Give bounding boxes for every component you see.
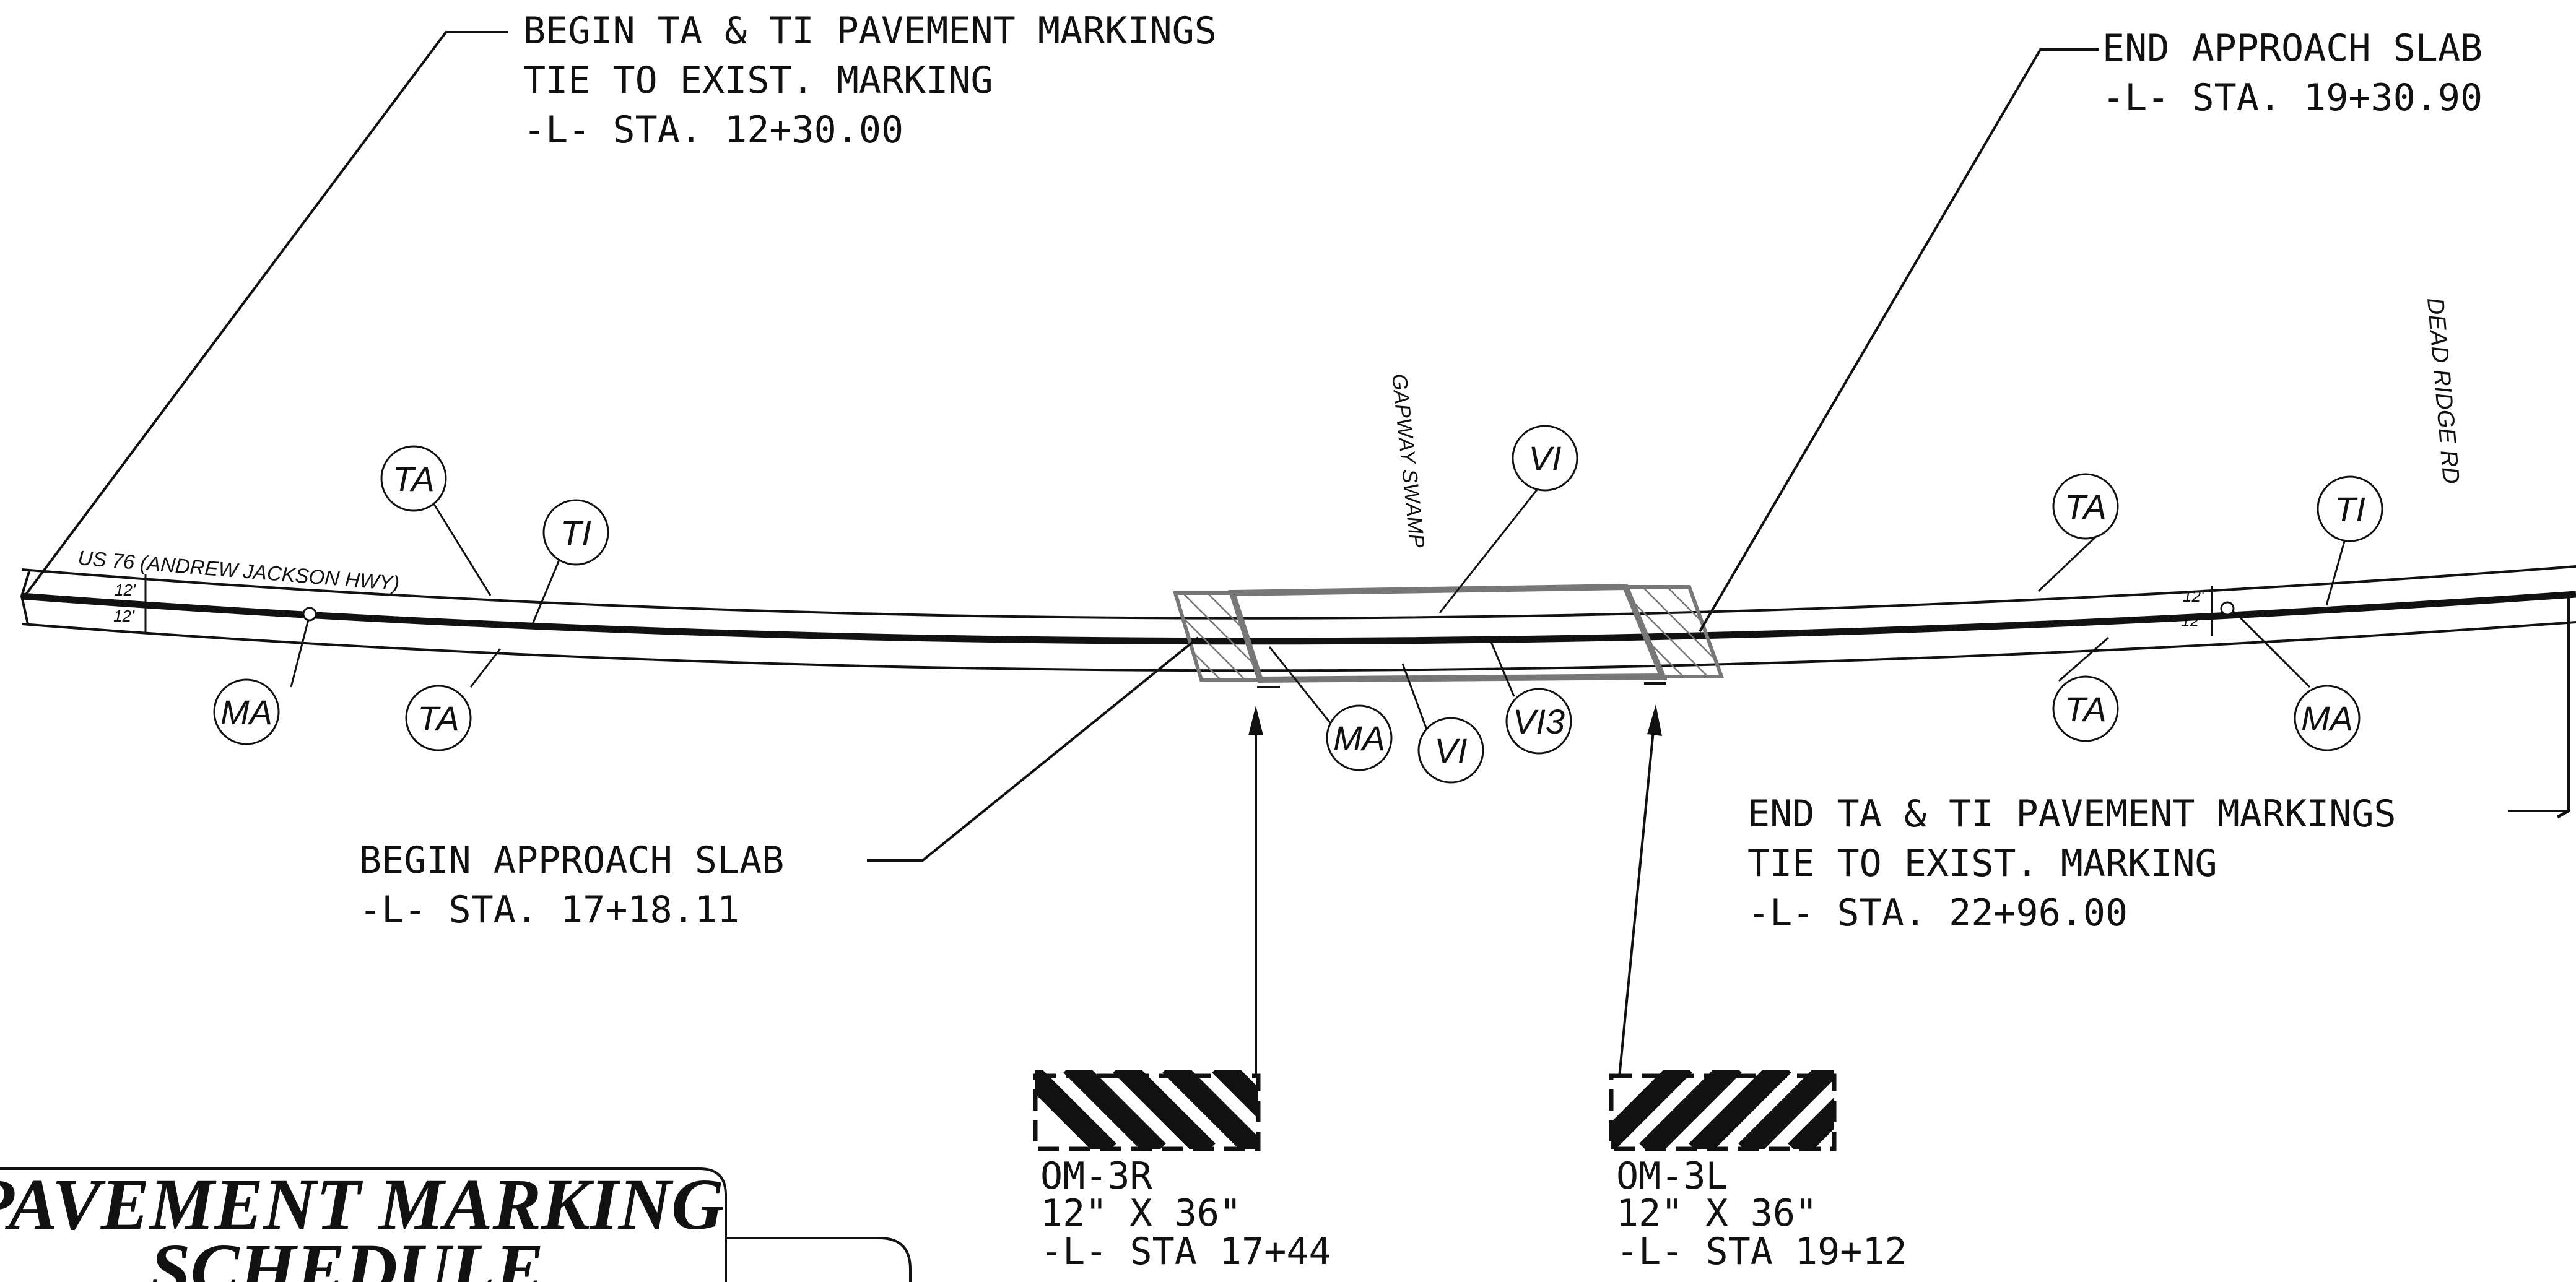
svg-text:VI: VI (1529, 439, 1562, 478)
schedule-title-line1: PAVEMENT MARKING (0, 1164, 724, 1245)
svg-text:-L- STA. 17+18.11: -L- STA. 17+18.11 (359, 888, 739, 932)
bubble-ti-2: TI (2317, 475, 2383, 542)
bubble-vi-2: VI (1512, 425, 1578, 492)
svg-text:VI3: VI3 (1513, 702, 1565, 741)
schedule-title-line2: SCHEDULE (150, 1229, 544, 1282)
bubble-ta-2: TA (405, 685, 472, 751)
bubble-ma-3: MA (2294, 685, 2361, 751)
bubble-ta-1: TA (380, 445, 447, 512)
svg-text:-L- STA. 19+30.90: -L- STA. 19+30.90 (2102, 76, 2482, 119)
svg-text:END TA & TI PAVEMENT MARKINGS: END TA & TI PAVEMENT MARKINGS (1747, 792, 2396, 836)
lane-width-left-bottom: 12' (113, 607, 135, 625)
svg-text:VI: VI (1435, 731, 1468, 770)
bubble-ti-1: TI (542, 499, 609, 566)
note-end-ta-ti: END TA & TI PAVEMENT MARKINGS TIE TO EXI… (1747, 792, 2396, 935)
marker-om3l: OM-3L 12" X 36" -L- STA 19+12 (1609, 1070, 1907, 1273)
svg-text:12" X 36": 12" X 36" (1040, 1192, 1242, 1235)
ma-dot-left (302, 607, 317, 622)
swamp-label: GAPWAY SWAMP (1387, 373, 1429, 550)
bridge (1172, 583, 1725, 688)
lane-width-right-top: 12' (2183, 587, 2204, 605)
svg-text:TA: TA (2065, 487, 2106, 526)
approach-slab-end (1622, 585, 1725, 678)
note-end-approach-slab: END APPROACH SLAB -L- STA. 19+30.90 (2102, 27, 2482, 119)
note-begin-approach-slab: BEGIN APPROACH SLAB -L- STA. 17+18.11 (359, 839, 784, 932)
bubble-ta-3: TA (2052, 473, 2119, 540)
lane-width-right-bottom: 12' (2181, 612, 2203, 630)
bubble-ta-4: TA (2052, 675, 2119, 742)
road-edge-top (21, 565, 2576, 620)
schedule-box-inner (726, 1237, 912, 1282)
svg-text:TIE TO EXIST. MARKING: TIE TO EXIST. MARKING (1747, 842, 2217, 885)
svg-text:OM-3R: OM-3R (1040, 1154, 1152, 1198)
bubble-ma-2: MA (1326, 704, 1393, 771)
bubble-vi3: VI3 (1505, 688, 1572, 755)
leader-lines (25, 31, 2570, 1078)
svg-text:TI: TI (2334, 490, 2365, 529)
svg-text:-L- STA 17+44: -L- STA 17+44 (1040, 1230, 1331, 1273)
bubble-ma-1: MA (213, 678, 280, 745)
schedule-box (0, 1167, 727, 1282)
roadway (20, 565, 2576, 819)
ma-dot-right (2220, 601, 2235, 616)
svg-text:-L- STA 19+12: -L- STA 19+12 (1616, 1230, 1907, 1273)
svg-text:MA: MA (1333, 719, 1385, 758)
svg-text:12" X 36": 12" X 36" (1616, 1192, 1817, 1235)
svg-text:OM-3L: OM-3L (1616, 1154, 1728, 1198)
marker-om3r: OM-3R 12" X 36" -L- STA 17+44 (1033, 1070, 1331, 1273)
note-begin-ta-ti: BEGIN TA & TI PAVEMENT MARKINGS TIE TO E… (523, 9, 1217, 152)
road-centerline (21, 591, 2576, 645)
svg-text:MA: MA (2301, 699, 2353, 738)
side-road-label: DEAD RIDGE RD (2422, 297, 2464, 485)
bubble-leaders (290, 488, 2348, 740)
svg-text:TIE TO EXIST. MARKING: TIE TO EXIST. MARKING (523, 59, 993, 102)
svg-text:BEGIN APPROACH SLAB: BEGIN APPROACH SLAB (359, 839, 784, 882)
bridge-deck (1228, 583, 1668, 683)
svg-text:TA: TA (393, 459, 434, 498)
bubble-vi-1: VI (1417, 717, 1484, 784)
svg-text:BEGIN TA & TI PAVEMENT MARKING: BEGIN TA & TI PAVEMENT MARKINGS (523, 9, 1217, 53)
lane-width-dims: 12' 12' 12' 12' (113, 574, 2213, 636)
svg-text:TA: TA (417, 699, 459, 738)
svg-text:MA: MA (220, 693, 272, 732)
svg-text:TA: TA (2065, 690, 2106, 729)
bubbles: TA TI MA TA MA VI VI3 VI TA TI TA MA (213, 425, 2383, 784)
road-end-left (20, 569, 31, 625)
svg-text:END APPROACH SLAB: END APPROACH SLAB (2102, 27, 2482, 70)
svg-text:-L- STA. 22+96.00: -L- STA. 22+96.00 (1747, 891, 2128, 935)
svg-text:TI: TI (560, 513, 591, 552)
svg-text:-L- STA. 12+30.00: -L- STA. 12+30.00 (523, 108, 903, 152)
lane-width-left-top: 12' (115, 581, 136, 599)
road-edge-bottom (21, 621, 2576, 672)
schedule-title-block: PAVEMENT MARKING SCHEDULE (0, 1164, 912, 1282)
